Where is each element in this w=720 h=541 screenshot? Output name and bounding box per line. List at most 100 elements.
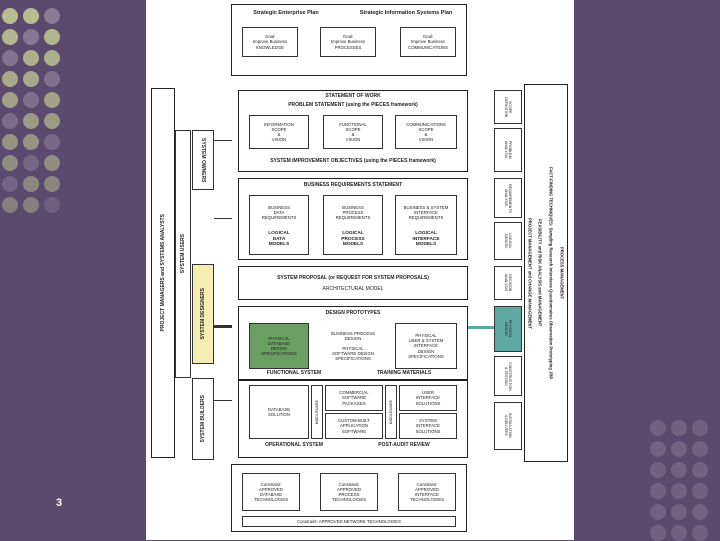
middleware-right: MIDDLEWARE xyxy=(385,385,397,439)
logical-process-models: LOGICAL PROCESS MODELS xyxy=(341,231,365,248)
phase-logical-design: LOGICAL DESIGN xyxy=(494,222,522,260)
decorative-dot xyxy=(671,462,687,478)
goal-communications: Goal: Improve Business COMMUNICATIONS xyxy=(400,27,456,57)
decorative-dot xyxy=(671,483,687,499)
functional-scope: FUNCTIONAL SCOPE & VISION xyxy=(323,115,383,149)
decorative-dots-left xyxy=(0,0,60,540)
logical-interface-models: LOGICAL INTERFACE MODELS xyxy=(412,231,440,248)
decorative-dot xyxy=(650,483,666,499)
post-audit-review-label: POST-AUDIT REVIEW xyxy=(378,442,430,448)
section-system-proposal: SYSTEM PROPOSAL (or REQUEST FOR SYSTEM P… xyxy=(238,266,468,300)
constraint-network: Constraint: APPROVED NETWORK TECHNOLOGIE… xyxy=(242,516,456,527)
phase-scope-definition: SCOPE DEFINITION xyxy=(494,90,522,124)
information-scope: INFORMATION SCOPE & VISION xyxy=(249,115,309,149)
project-change-management: PROJECT MANAGEMENT and CHANGE MANAGEMENT xyxy=(527,217,533,329)
decorative-dot xyxy=(671,420,687,436)
decorative-dot xyxy=(44,197,60,213)
decorative-dot xyxy=(671,525,687,541)
functional-system-label: FUNCTIONAL SYSTEM xyxy=(266,370,322,376)
heading-enterprise-plan: Strategic Enterprise Plan xyxy=(253,10,319,16)
arrow-to-physical-design xyxy=(468,326,494,329)
decorative-dot xyxy=(692,420,708,436)
right-activities-box xyxy=(524,84,568,462)
business-requirements-title: BUSINESS REQUIREMENTS STATEMENT xyxy=(303,182,403,188)
phase-problem-analysis: PROBLEM ANALYSIS xyxy=(494,128,522,172)
decorative-dot xyxy=(44,113,60,129)
custom-built-software: CUSTOM-BUILT APPLICATION SOFTWARE xyxy=(325,413,383,439)
interface-design: PHYSICAL USER & SYSTEM INTERFACE DESIGN … xyxy=(395,323,457,369)
physical-database-design: PHYSICAL DATABASE DESIGN SPECIFICATIONS xyxy=(249,323,309,369)
decorative-dot xyxy=(692,441,708,457)
constraint-database: Constraint: APPROVED DATABASE TECHNOLOGI… xyxy=(242,473,300,511)
business-process-requirements: BUSINESS PROCESS REQUIREMENTS xyxy=(323,195,383,255)
decorative-dot xyxy=(650,462,666,478)
decorative-dot xyxy=(23,113,39,129)
decorative-dot xyxy=(650,420,666,436)
training-materials-label: TRAINING MATERIALS xyxy=(376,370,432,376)
phase-construction-testing: CONSTRUCTION & TESTING xyxy=(494,356,522,396)
decorative-dot xyxy=(2,155,18,171)
improvement-objectives-label: SYSTEM IMPROVEMENT OBJECTIVES (using the… xyxy=(270,158,436,164)
system-designers-column: SYSTEM DESIGNERS xyxy=(192,264,214,364)
decorative-dot xyxy=(692,462,708,478)
phase-decision-analysis: DECISION ANALYSIS xyxy=(494,266,522,300)
decorative-dot xyxy=(44,155,60,171)
decorative-dot xyxy=(23,29,39,45)
section-business-requirements: BUSINESS REQUIREMENTS STATEMENT BUSINESS… xyxy=(238,178,468,260)
decorative-dot xyxy=(2,134,18,150)
decorative-dot xyxy=(44,92,60,108)
communications-scope: COMMUNICATIONS SCOPE & VISION xyxy=(395,115,457,149)
logical-data-models: LOGICAL DATA MODELS xyxy=(268,231,290,248)
decorative-dot xyxy=(671,504,687,520)
constraint-process: Constraint: APPROVED PROCESS TECHNOLOGIE… xyxy=(320,473,378,511)
section-design-prototypes: DESIGN PROTOTYPES PHYSICAL DATABASE DESI… xyxy=(238,306,468,380)
arrow-owners xyxy=(214,140,232,141)
decorative-dot xyxy=(23,197,39,213)
decorative-dot xyxy=(44,29,60,45)
decorative-dot xyxy=(23,155,39,171)
fact-finding-techniques: FACT-FINDING TECHNIQUES: Sampling Resear… xyxy=(548,166,554,380)
constraint-interface: Constraint: APPROVED INTERFACE TECHNOLOG… xyxy=(398,473,456,511)
decorative-dot xyxy=(23,8,39,24)
middleware-left: MIDDLEWARE xyxy=(311,385,323,439)
design-prototypes-title: DESIGN PROTOTYPES xyxy=(325,310,381,316)
statement-of-work-title: STATEMENT OF WORK xyxy=(325,93,381,99)
decorative-dots-right xyxy=(648,0,708,541)
decorative-dot xyxy=(2,176,18,192)
system-builders-column: SYSTEM BUILDERS xyxy=(192,378,214,460)
decorative-dot xyxy=(2,197,18,213)
arrow-users xyxy=(214,218,232,219)
decorative-dot xyxy=(23,71,39,87)
decorative-dot xyxy=(650,441,666,457)
top-plan-box: Strategic Enterprise Plan Strategic Info… xyxy=(231,4,467,76)
decorative-dot xyxy=(692,525,708,541)
phase-physical-design: PHYSICAL DESIGN xyxy=(494,306,522,352)
goal-processes: Goal: Improve Business PROCESSES xyxy=(320,27,376,57)
system-owners-column: SYSTEM OWNERS xyxy=(192,130,214,190)
decorative-dot xyxy=(23,176,39,192)
section-statement-of-work: STATEMENT OF WORK PROBLEM STATEMENT (usi… xyxy=(238,90,468,172)
decorative-dot xyxy=(44,134,60,150)
decorative-dot xyxy=(23,92,39,108)
commercial-software: COMMERCIAL SOFTWARE PACKAGES xyxy=(325,385,383,411)
decorative-dot xyxy=(692,483,708,499)
operational-system-label: OPERATIONAL SYSTEM xyxy=(265,442,323,448)
user-interface-solutions: USER INTERFACE SOLUTIONS xyxy=(399,385,457,411)
system-users-column: SYSTEM USERS xyxy=(175,130,191,378)
feasibility-risk-analysis: FEASIBILITY and RISK ANALYSIS and MANAGE… xyxy=(537,219,543,327)
heading-is-plan: Strategic Information Systems Plan xyxy=(359,10,453,16)
arrow-designers xyxy=(214,325,232,328)
database-solution: DATABASE SOLUTION xyxy=(249,385,309,439)
arrow-builders xyxy=(214,400,232,401)
business-data-requirements: BUSINESS DATA REQUIREMENTS xyxy=(249,195,309,255)
decorative-dot xyxy=(44,50,60,66)
page-number: 3 xyxy=(56,497,63,509)
process-management: PROCESS MANAGEMENT xyxy=(559,246,565,300)
decorative-dot xyxy=(2,29,18,45)
project-managers-analysts-column: PROJECT MANAGERS and SYSTEMS ANALYSTS xyxy=(151,88,175,458)
architectural-model-label: ARCHITECTURAL MODEL xyxy=(322,286,384,292)
constraints-box: Constraint: APPROVED DATABASE TECHNOLOGI… xyxy=(231,464,467,532)
decorative-dot xyxy=(2,113,18,129)
decorative-dot xyxy=(692,504,708,520)
decorative-dot xyxy=(44,71,60,87)
